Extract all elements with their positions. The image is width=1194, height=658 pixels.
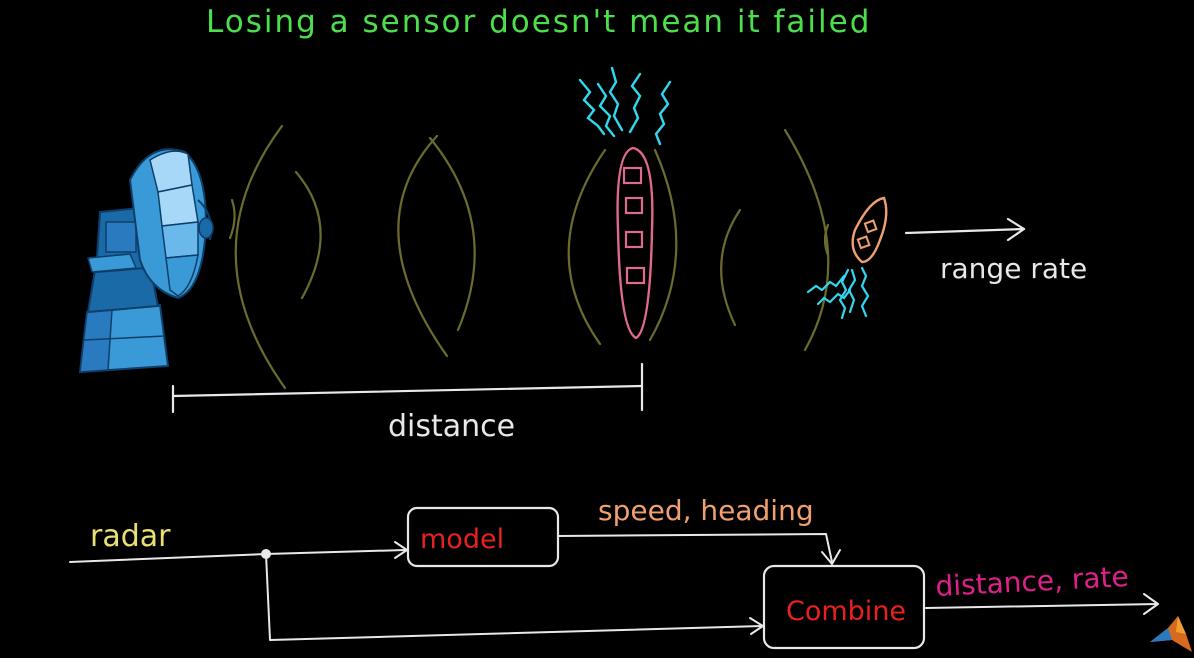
model-to-combine-line (557, 533, 833, 563)
wave-arc (648, 148, 678, 342)
distance-rate-label: distance, rate (935, 560, 1130, 603)
spray-bottom (806, 266, 870, 320)
ship-icon (578, 66, 672, 340)
wave-arc (397, 134, 449, 358)
model-block: model (406, 506, 560, 568)
combine-output-line (925, 603, 1159, 609)
speed-heading-label: speed, heading (598, 494, 814, 527)
range-rate-label: range rate (940, 252, 1087, 285)
range-rate-arrow (904, 217, 1026, 242)
wave-arc (567, 148, 607, 346)
boat-icon (806, 196, 888, 320)
radar-label: radar (90, 519, 171, 554)
branch-node (261, 549, 271, 559)
matlab-logo-icon (1150, 616, 1192, 652)
wave-arc (228, 198, 236, 240)
distance-label: distance (388, 409, 515, 444)
radar-to-combine-line (265, 553, 763, 641)
combine-label: Combine (786, 596, 906, 627)
wave-arc (783, 128, 830, 352)
distance-bracket (171, 362, 644, 414)
radar-dish-icon (78, 148, 214, 374)
wave-arc (720, 208, 742, 327)
wave-arc (294, 170, 322, 300)
radar-waves (228, 124, 830, 390)
model-label: model (420, 524, 504, 555)
title: Losing a sensor doesn't mean it failed (206, 4, 871, 40)
wave-arc (428, 136, 476, 332)
combine-block: Combine (762, 564, 926, 650)
wave-arc (234, 124, 287, 390)
wave-arc (823, 223, 830, 257)
spray-top (578, 66, 672, 146)
